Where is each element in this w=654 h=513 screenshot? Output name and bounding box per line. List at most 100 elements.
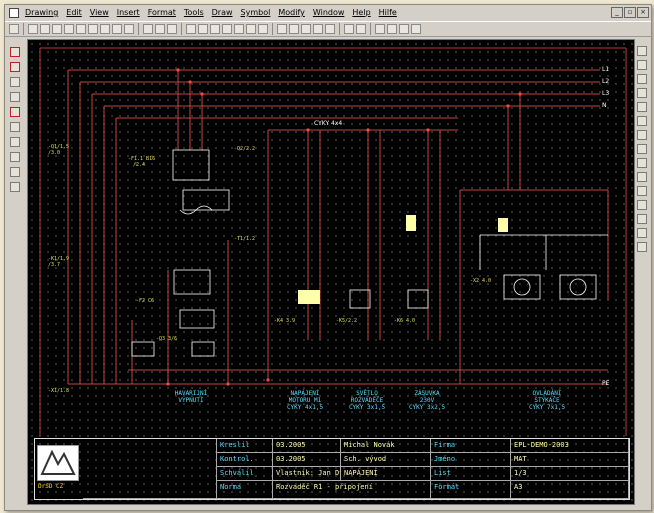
layer-icon[interactable] bbox=[222, 24, 232, 34]
transformer-icon[interactable] bbox=[637, 130, 647, 140]
menu-item-1[interactable]: Edit bbox=[66, 8, 82, 17]
menu-item-11[interactable]: Hilfe bbox=[378, 8, 397, 17]
redo-icon[interactable] bbox=[155, 24, 165, 34]
contact-no-icon[interactable] bbox=[637, 46, 647, 56]
tb-value: Sch. vývod bbox=[341, 453, 431, 467]
menu-item-4[interactable]: Format bbox=[147, 8, 176, 17]
menu-item-2[interactable]: View bbox=[89, 8, 109, 17]
table-icon[interactable] bbox=[387, 24, 397, 34]
zoom-fit-icon[interactable] bbox=[277, 24, 287, 34]
svg-text:-F1.1 B16: -F1.1 B16 bbox=[128, 156, 155, 162]
zoom-window-icon[interactable] bbox=[234, 24, 244, 34]
wire-icon[interactable] bbox=[10, 77, 20, 87]
toolbar bbox=[5, 21, 651, 37]
connector-icon[interactable] bbox=[637, 214, 647, 224]
contact-nc-icon[interactable] bbox=[637, 60, 647, 70]
circuit-label-box: ZÁSUVKA 230V CYKY 3x2,5 bbox=[408, 390, 446, 411]
circuit-label-box: HAVARIJNÍ VYPNUTÍ bbox=[174, 390, 208, 404]
print-icon[interactable] bbox=[52, 24, 62, 34]
svg-text:/3.0: /3.0 bbox=[48, 150, 60, 156]
tb-label: Kontrol. bbox=[217, 453, 273, 467]
svg-text:-X2 4.0: -X2 4.0 bbox=[470, 278, 491, 284]
open-icon[interactable] bbox=[28, 24, 38, 34]
tb-label: Schválil bbox=[217, 467, 273, 481]
tb-value: 1/3 bbox=[511, 467, 629, 481]
text-icon[interactable] bbox=[10, 167, 20, 177]
terminal-icon[interactable] bbox=[10, 137, 20, 147]
plug-icon[interactable] bbox=[10, 152, 20, 162]
breaker-icon[interactable] bbox=[637, 116, 647, 126]
node-icon[interactable] bbox=[210, 24, 220, 34]
select-arrow-icon[interactable] bbox=[10, 47, 20, 57]
menu-item-5[interactable]: Tools bbox=[183, 8, 204, 17]
export-icon[interactable] bbox=[399, 24, 409, 34]
line-icon[interactable] bbox=[198, 24, 208, 34]
svg-text:/3.7: /3.7 bbox=[48, 262, 60, 268]
grid-icon[interactable] bbox=[344, 24, 354, 34]
save-icon[interactable] bbox=[40, 24, 50, 34]
app-icon bbox=[9, 8, 19, 18]
cross-icon[interactable] bbox=[10, 122, 20, 132]
fuse-icon[interactable] bbox=[637, 102, 647, 112]
menu-item-8[interactable]: Modify bbox=[278, 8, 305, 17]
paste-icon[interactable] bbox=[100, 24, 110, 34]
cut-icon[interactable] bbox=[64, 24, 74, 34]
restore-icon[interactable]: ▫ bbox=[624, 7, 636, 18]
circuit-label-box: OVLÁDÁNÍ STYKAČE CYKY 7x1,5 bbox=[528, 390, 566, 411]
close-icon[interactable]: × bbox=[637, 7, 649, 18]
more-icon[interactable] bbox=[637, 242, 647, 252]
symbol-icon[interactable] bbox=[246, 24, 256, 34]
menu-item-7[interactable]: Symbol bbox=[240, 8, 271, 17]
terminal-symbol bbox=[498, 218, 508, 232]
zoom-in-icon[interactable] bbox=[289, 24, 299, 34]
svg-text:/2.4: /2.4 bbox=[133, 162, 145, 168]
undo-icon[interactable] bbox=[143, 24, 153, 34]
stamp-icon[interactable] bbox=[10, 182, 20, 192]
component-symbols bbox=[131, 149, 608, 357]
report-icon[interactable] bbox=[375, 24, 385, 34]
pc-icon[interactable] bbox=[637, 228, 647, 238]
help-icon[interactable] bbox=[411, 24, 421, 34]
drawing-canvas[interactable]: -Q1/1.5/3.0 -F1.1 B16/2.4 -Q2/2.2 -T1/1.… bbox=[27, 39, 635, 505]
right-toolbar bbox=[633, 39, 651, 459]
zoom-previous-icon[interactable] bbox=[313, 24, 323, 34]
coil-icon[interactable] bbox=[637, 74, 647, 84]
bus-label-l1: L1 bbox=[602, 66, 610, 73]
menu-item-6[interactable]: Draw bbox=[211, 8, 233, 17]
pan-icon[interactable] bbox=[325, 24, 335, 34]
list-icon[interactable] bbox=[356, 24, 366, 34]
svg-text:-Q1/1.5: -Q1/1.5 bbox=[48, 144, 69, 150]
menu-item-3[interactable]: Insert bbox=[116, 8, 140, 17]
lamp-icon[interactable] bbox=[637, 158, 647, 168]
zoom-out-icon[interactable] bbox=[301, 24, 311, 34]
delete-icon[interactable] bbox=[76, 24, 86, 34]
svg-text:-Q2/2.2: -Q2/2.2 bbox=[234, 146, 255, 152]
menu-item-10[interactable]: Help bbox=[352, 8, 371, 17]
cable-icon[interactable] bbox=[258, 24, 268, 34]
title-block: DrSD CZ Kreslil 03.2005 Michal Novák Fir… bbox=[34, 438, 630, 500]
motor-icon[interactable] bbox=[637, 144, 647, 154]
circuit-label-box: SVĚTLO ROZVÁDĚČE CYKY 3x1,5 bbox=[348, 390, 386, 411]
bus-icon[interactable] bbox=[10, 92, 20, 102]
ground-icon[interactable] bbox=[637, 186, 647, 196]
minimize-icon[interactable]: _ bbox=[611, 7, 623, 18]
new-icon[interactable] bbox=[9, 24, 19, 34]
pencil-icon[interactable] bbox=[186, 24, 196, 34]
cable-label: CYKY 4x4 bbox=[314, 120, 343, 127]
properties-icon[interactable] bbox=[112, 24, 122, 34]
socket-icon[interactable] bbox=[637, 172, 647, 182]
copy-icon[interactable] bbox=[88, 24, 98, 34]
refresh-icon[interactable] bbox=[167, 24, 177, 34]
terminal-strip-icon[interactable] bbox=[637, 200, 647, 210]
junction-icon[interactable] bbox=[10, 107, 20, 117]
tb-value: 03.2005 bbox=[273, 453, 341, 467]
contactor-symbol bbox=[298, 290, 320, 304]
menu-item-9[interactable]: Window bbox=[312, 8, 345, 17]
menu-item-0[interactable]: Drawing bbox=[25, 8, 59, 17]
bus-label-pe: PE bbox=[602, 380, 610, 387]
toolbar-separator bbox=[138, 23, 139, 35]
switch-icon[interactable] bbox=[637, 88, 647, 98]
toolbar-separator bbox=[339, 23, 340, 35]
draw-line-icon[interactable] bbox=[10, 62, 20, 72]
page-icon[interactable] bbox=[124, 24, 134, 34]
